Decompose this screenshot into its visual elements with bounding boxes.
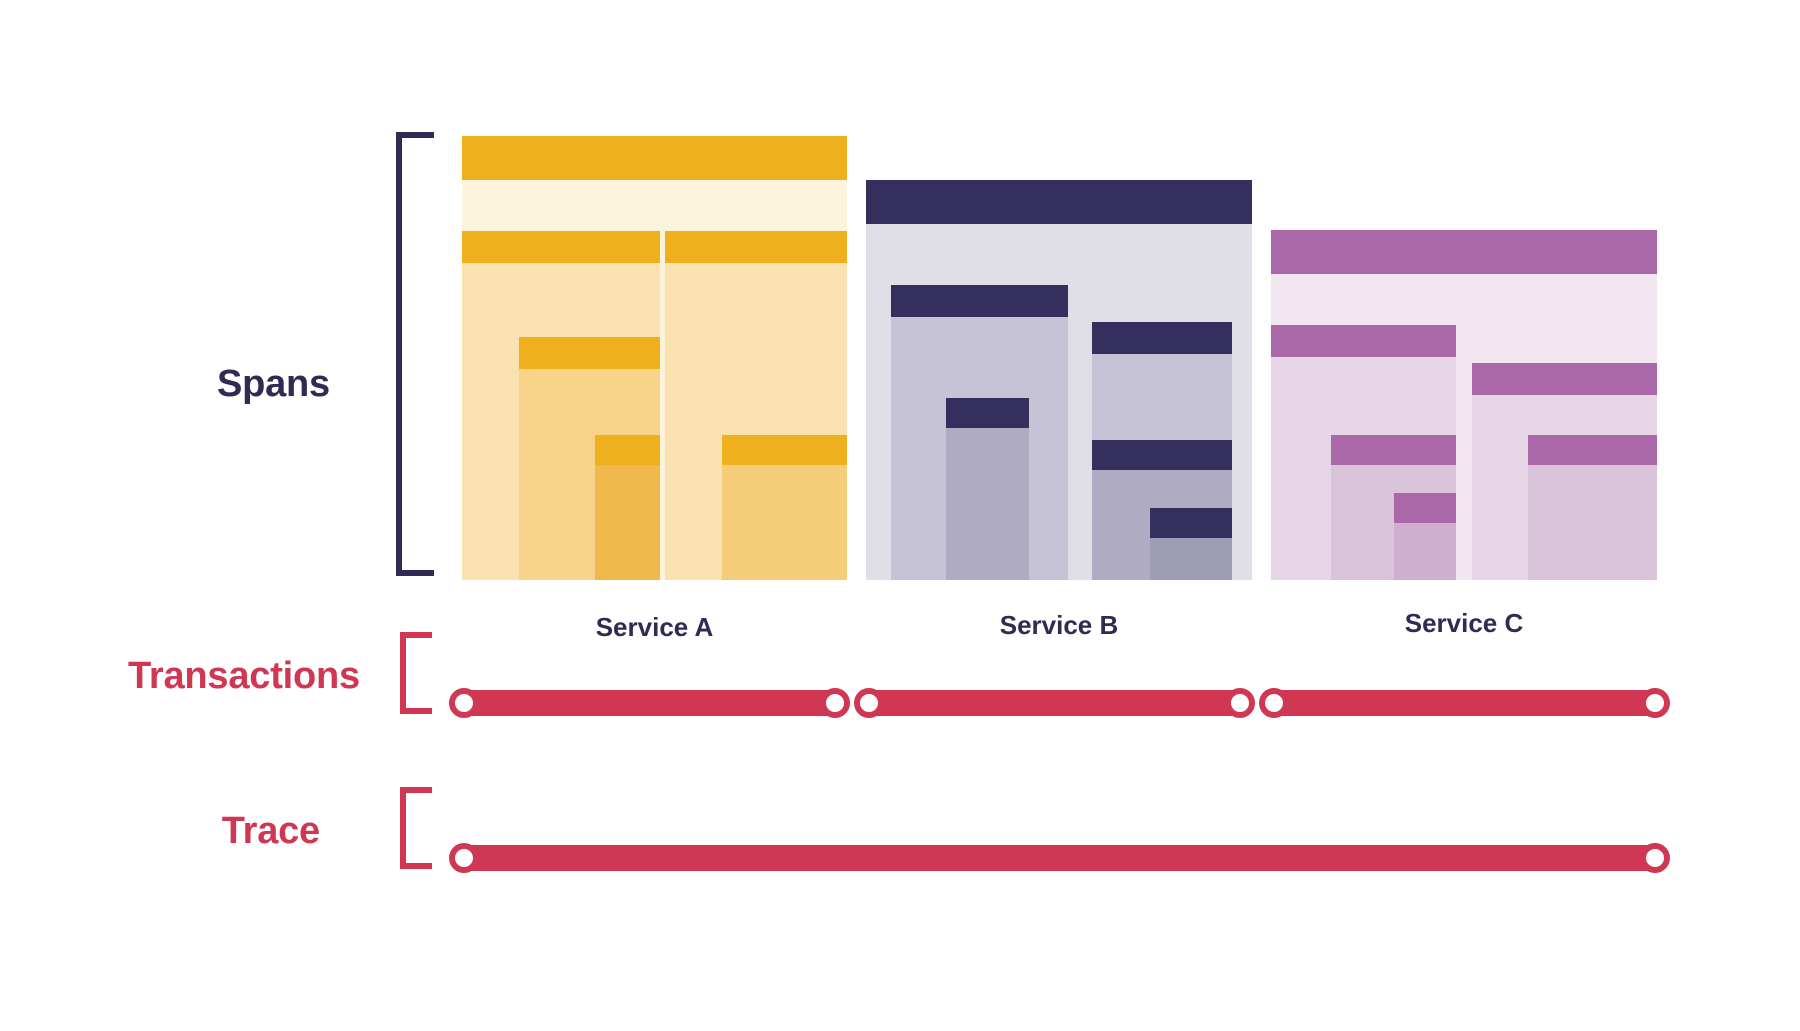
spans-bracket-icon [396, 132, 434, 576]
span-header [866, 180, 1252, 224]
trace-row-label: Trace [221, 810, 321, 852]
span-header [1092, 322, 1232, 354]
span-header [519, 337, 660, 369]
service-group-service-a [462, 0, 847, 580]
span-header [462, 231, 660, 263]
trace-end-node-icon[interactable] [1640, 843, 1670, 873]
span-header [1150, 508, 1232, 538]
span-header [665, 231, 847, 263]
service-group-service-c [1271, 0, 1657, 580]
span-header [891, 285, 1068, 317]
span-header [1271, 230, 1657, 274]
span-bar-grandchild-span-1[interactable] [946, 398, 1029, 580]
span-header [595, 435, 660, 465]
service-b-caption: Service B [999, 610, 1119, 640]
span-header [1394, 493, 1456, 523]
span-header [1331, 435, 1456, 465]
span-bar-grandchild-span-2[interactable] [595, 435, 660, 580]
span-bar-grandchild-span-3[interactable] [1150, 508, 1232, 580]
transaction-c-end-node-icon[interactable] [1640, 688, 1670, 718]
span-header [946, 398, 1029, 428]
transaction-service-a[interactable] [455, 690, 835, 716]
service-c-caption: Service C [1404, 608, 1524, 638]
transaction-c-start-node-icon[interactable] [1259, 688, 1289, 718]
transaction-a-start-node-icon[interactable] [449, 688, 479, 718]
service-group-service-b [866, 0, 1252, 580]
transaction-a-end-node-icon[interactable] [820, 688, 850, 718]
span-bar-grandchild-span-3[interactable] [722, 435, 847, 580]
span-bar-grandchild-span-3[interactable] [1394, 493, 1456, 580]
transaction-service-b[interactable] [860, 690, 1240, 716]
span-header [1092, 440, 1232, 470]
spans-area [462, 0, 1657, 580]
service-a-caption: Service A [595, 612, 714, 642]
trace-line[interactable] [455, 845, 1655, 871]
transactions-row-label: Transactions [127, 655, 360, 697]
trace-bracket-icon [400, 787, 432, 869]
transaction-b-end-node-icon[interactable] [1225, 688, 1255, 718]
transactions-bracket-icon [400, 632, 432, 714]
span-header [1528, 435, 1657, 465]
span-bar-grandchild-span-2[interactable] [1528, 435, 1657, 580]
span-body [946, 398, 1029, 580]
trace-start-node-icon[interactable] [449, 843, 479, 873]
transaction-b-start-node-icon[interactable] [854, 688, 884, 718]
spans-row-label: Spans [216, 363, 330, 405]
span-header [462, 136, 847, 180]
span-header [1472, 363, 1657, 395]
transaction-service-c[interactable] [1265, 690, 1655, 716]
span-header [722, 435, 847, 465]
span-header [1271, 325, 1456, 357]
